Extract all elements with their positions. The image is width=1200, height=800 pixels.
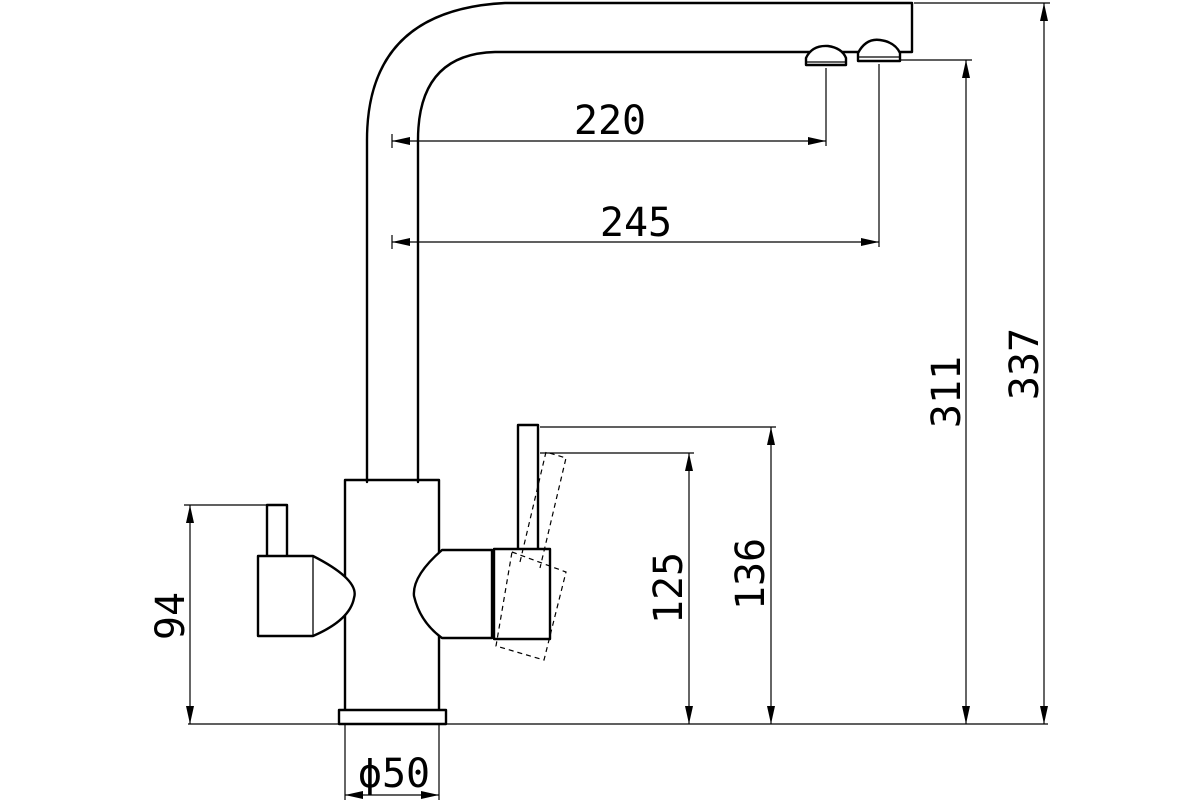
dim-136-arrow-top	[767, 427, 775, 445]
dimension-lines: 220 245 311 337 125 136	[148, 2, 1050, 800]
right-lever-alt-position	[519, 451, 567, 569]
dim-337-arrow-bottom	[1040, 706, 1048, 724]
base-ring	[337, 708, 448, 726]
dim-311-label: 311	[924, 356, 970, 428]
dim-94-arrow-top	[186, 505, 194, 523]
dim-311-arrow-bottom	[962, 706, 970, 724]
dim-136-arrow-bottom	[767, 706, 775, 724]
dim-94-label: 94	[148, 592, 194, 640]
dim-220-arrow-left	[392, 137, 410, 145]
dim-125-arrow-bottom	[685, 706, 693, 724]
dim-245-arrow-left	[392, 238, 410, 246]
dim-125-label: 125	[646, 552, 692, 624]
dim-50-label: ϕ50	[358, 751, 430, 797]
dim-337-arrow-top	[1040, 3, 1048, 21]
right-lever-hub	[492, 547, 552, 641]
dim-245-label: 245	[600, 200, 672, 246]
outlet-nozzle-1	[804, 44, 848, 67]
right-connector	[412, 548, 494, 640]
outlet-nozzle-2	[856, 38, 902, 63]
left-handle-knob	[256, 554, 356, 638]
dim-50-arrow-right	[421, 791, 439, 799]
dim-220-arrow-right	[808, 137, 826, 145]
dim-136-label: 136	[728, 538, 774, 610]
dim-337-label: 337	[1002, 328, 1048, 400]
dim-94-arrow-bottom	[186, 706, 194, 724]
dim-311-arrow-top	[962, 60, 970, 78]
spout-tube	[365, 1, 914, 484]
dim-220-label: 220	[574, 98, 646, 144]
dim-125-arrow-top	[685, 453, 693, 471]
dim-50-arrow-left	[345, 791, 363, 799]
right-lever-alt-hub	[495, 551, 567, 661]
left-handle-stem	[265, 503, 289, 559]
right-lever	[516, 423, 540, 555]
dim-245-arrow-right	[861, 238, 879, 246]
